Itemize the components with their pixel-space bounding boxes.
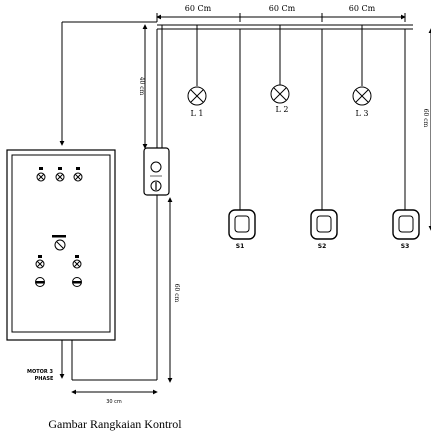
motor-label-line1: MOTOR 3 xyxy=(27,369,53,375)
panel-push-buttons xyxy=(35,277,82,287)
control-box xyxy=(143,147,170,196)
lamp-l2-label: L 2 xyxy=(276,105,289,114)
dimension-top-1: 60 Cm xyxy=(185,4,212,13)
switch-s3 xyxy=(392,209,420,240)
lamp-l3-label: L 3 xyxy=(356,109,369,118)
switch-s1 xyxy=(228,209,256,240)
panel-feeder-wire xyxy=(59,21,157,146)
motor-label-line2: PHASE xyxy=(35,376,54,382)
lamp-l2 xyxy=(270,84,290,104)
lamp-l1 xyxy=(187,86,207,106)
switch-s3-label: S3 xyxy=(401,243,410,250)
dimension-left-drop: 40 cm xyxy=(138,77,145,96)
lamp-l1-label: L 1 xyxy=(191,109,204,118)
switch-s1-label: S1 xyxy=(236,243,245,250)
switch-s2 xyxy=(310,209,338,240)
switch-s2-label: S2 xyxy=(318,243,327,250)
top-dimension-lines xyxy=(156,13,406,22)
control-box-riser-wires xyxy=(156,25,163,148)
dimension-bottom-run: 30 cm xyxy=(106,399,122,405)
dimension-top-3: 60 Cm xyxy=(349,4,376,13)
main-bus-wires xyxy=(157,24,413,30)
lamp-l3 xyxy=(352,86,372,106)
panel-pilot-lamps xyxy=(36,167,83,182)
dimension-right-drop: 60 cm xyxy=(422,109,429,128)
diagram-caption: Gambar Rangkaian Kontrol xyxy=(48,417,182,431)
dimension-vertical-run: 60 cm xyxy=(173,284,180,303)
panel-selector-switch xyxy=(52,235,66,251)
dimension-top-2: 60 Cm xyxy=(269,4,296,13)
switch-drop-wires xyxy=(239,29,406,210)
lamp-drop-wires xyxy=(196,25,363,86)
panel-indicator-lamps xyxy=(35,255,82,269)
